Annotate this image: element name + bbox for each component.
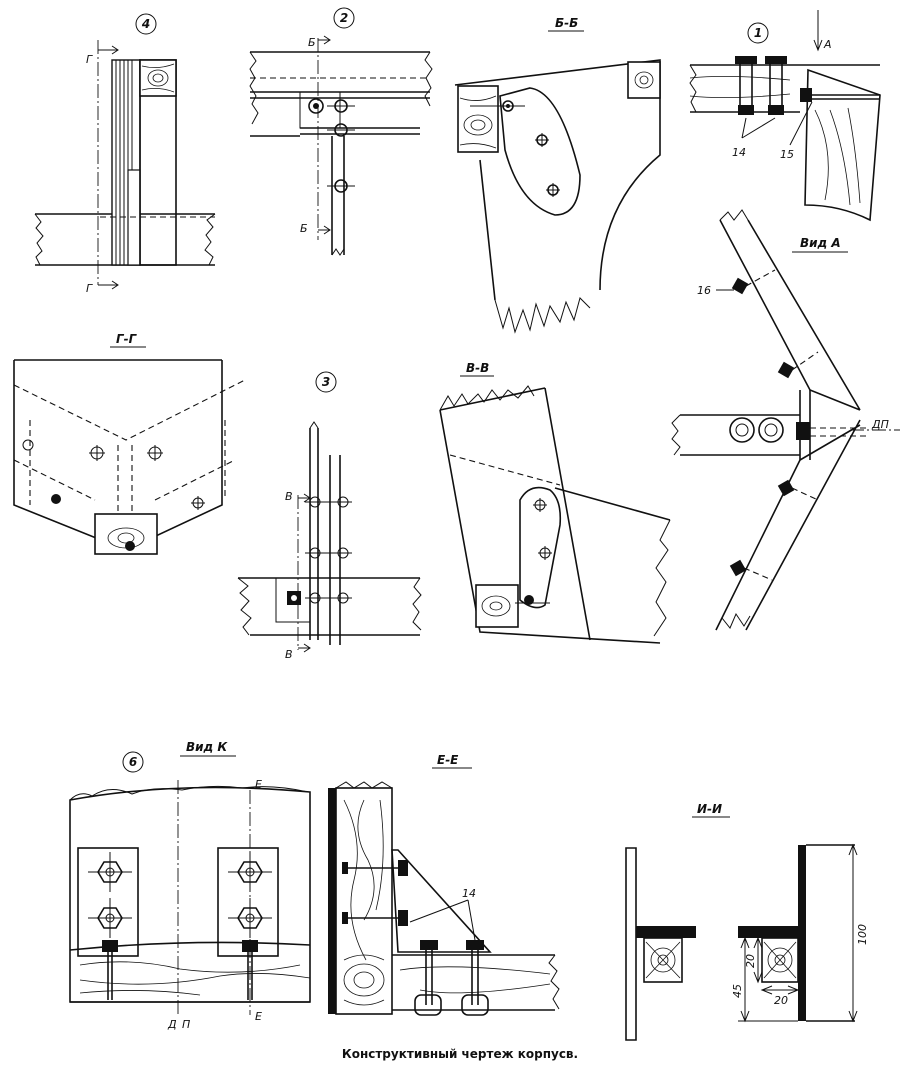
view-3-board xyxy=(238,577,420,636)
section-ii: И-И 100 45 20 20 xyxy=(625,802,869,1041)
view-6: 6 Вид К Е Е Д П xyxy=(69,740,311,1031)
view-6-marker xyxy=(122,751,144,773)
section-ee-title: Е-Е xyxy=(437,753,459,767)
view-1-arrow-label: А xyxy=(823,38,832,51)
section-vv: В-В xyxy=(439,361,671,644)
section-ii-dim-20-vertical: 20 xyxy=(744,954,757,968)
view-a: Вид А 16 ДП xyxy=(671,209,900,631)
view-4-number: 4 xyxy=(141,17,150,31)
section-bb-outline xyxy=(454,59,661,291)
view-1-timber xyxy=(804,68,881,222)
section-vv-title: В-В xyxy=(466,361,489,375)
section-bb: Б-Б xyxy=(454,16,661,334)
drawing-caption: Конструктивный чертеж корпусв. xyxy=(341,1047,579,1061)
view-1-callout-14: 14 xyxy=(732,146,746,159)
view-1: 1 А 14 15 xyxy=(689,10,881,222)
view-6-section-top: Е xyxy=(255,778,262,791)
view-6-dp-d: Д xyxy=(167,1018,177,1031)
section-vv-bracket xyxy=(519,486,562,609)
view-a-lower-plank xyxy=(715,419,861,631)
view-6-title: Вид К xyxy=(186,740,228,754)
section-ee-floor-board xyxy=(392,954,555,1011)
section-ii-dim-20-horizontal: 20 xyxy=(774,994,788,1007)
section-ii-right-panel xyxy=(738,926,800,938)
section-gg: Г-Г xyxy=(13,332,246,555)
section-gg-title: Г-Г xyxy=(116,332,138,346)
view-6-plate-left xyxy=(77,847,139,957)
view-2-section-bottom: Б xyxy=(300,222,308,235)
view-4-section-top: Г xyxy=(86,53,93,66)
view-2-section-top: Б xyxy=(308,36,316,49)
view-2-number: 2 xyxy=(340,11,348,25)
view-2-marker xyxy=(333,7,355,29)
section-bb-timber-left xyxy=(457,85,499,153)
view-4-section-bottom: Г xyxy=(86,282,93,295)
section-ii-dim-45: 45 xyxy=(731,984,744,998)
section-ii-title: И-И xyxy=(697,802,722,816)
view-3-number: 3 xyxy=(322,375,330,389)
section-ii-left-timber xyxy=(643,937,683,983)
view-4-timber xyxy=(139,59,177,97)
section-ii-right-timber xyxy=(761,937,799,983)
section-ee-frame xyxy=(335,787,393,1015)
view-a-title: Вид А xyxy=(800,236,841,250)
section-bb-timber-right xyxy=(627,61,661,99)
view-1-callout-15: 15 xyxy=(780,148,794,161)
view-3-section-top: В xyxy=(285,490,293,503)
section-ii-right-wall xyxy=(798,845,806,1021)
section-vv-outline xyxy=(439,387,661,644)
view-4-marker xyxy=(135,13,157,35)
view-1-board xyxy=(690,64,880,113)
view-6-plate-right xyxy=(217,847,279,957)
view-2-post xyxy=(331,136,345,255)
view-6-section-bottom: Е xyxy=(255,1010,262,1023)
view-6-dp-p: П xyxy=(182,1018,190,1031)
section-bb-bracket xyxy=(499,87,581,216)
view-3: 3 В В xyxy=(237,371,422,661)
view-3-section-bottom: В xyxy=(285,648,293,661)
view-a-dp: ДП xyxy=(871,418,889,431)
section-vv-timber xyxy=(475,584,519,628)
view-6-number: 6 xyxy=(129,755,137,769)
section-ii-left-panel xyxy=(636,926,696,938)
view-2: 2 Б Б xyxy=(249,7,433,256)
section-bb-title: Б-Б xyxy=(555,16,578,30)
view-1-number: 1 xyxy=(754,26,762,40)
section-ii-dim-100: 100 xyxy=(856,924,869,945)
view-6-panel xyxy=(69,786,311,1003)
section-ii-left-wall xyxy=(625,847,637,1041)
view-4: 4 Г Г xyxy=(34,13,216,295)
view-3-marker xyxy=(315,371,337,393)
section-ee-plywood xyxy=(328,788,336,1014)
view-3-post xyxy=(309,428,341,645)
view-a-callout-16: 16 xyxy=(697,284,711,297)
section-ee: Е-Е 14 xyxy=(328,753,560,1016)
view-1-marker xyxy=(747,22,769,44)
section-ee-callout-14: 14 xyxy=(462,887,476,900)
